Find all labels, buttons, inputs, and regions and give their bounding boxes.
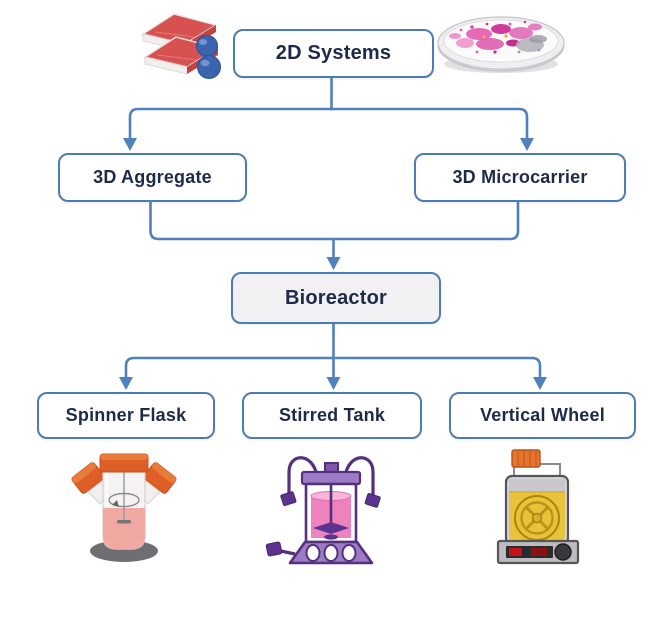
node-bioreactor-label: Bioreactor (284, 286, 388, 309)
spinner-flask-icon (71, 453, 177, 562)
node-3d-microcarrier: 3D Microcarrier (414, 153, 626, 202)
node-spinner-flask-label: Spinner Flask (65, 405, 187, 425)
culture-flask-stack-icon (141, 13, 221, 79)
node-stirred-tank: Stirred Tank (242, 392, 422, 439)
node-bioreactor: Bioreactor (231, 272, 441, 324)
node-vertical-wheel-label: Vertical Wheel (480, 405, 605, 425)
node-vertical-wheel: Vertical Wheel (449, 392, 636, 439)
node-3d-aggregate: 3D Aggregate (58, 153, 247, 202)
stirred-tank-bioreactor-icon (265, 456, 381, 565)
node-3d-aggregate-label: 3D Aggregate (93, 167, 212, 187)
vertical-wheel-bioreactor-icon (496, 449, 580, 565)
petri-dish-icon (437, 16, 565, 73)
node-2d-systems: 2D Systems (233, 29, 434, 78)
node-spinner-flask: Spinner Flask (37, 392, 215, 439)
node-3d-microcarrier-label: 3D Microcarrier (452, 167, 588, 187)
node-2d-systems-label: 2D Systems (275, 42, 392, 64)
node-stirred-tank-label: Stirred Tank (278, 405, 386, 425)
